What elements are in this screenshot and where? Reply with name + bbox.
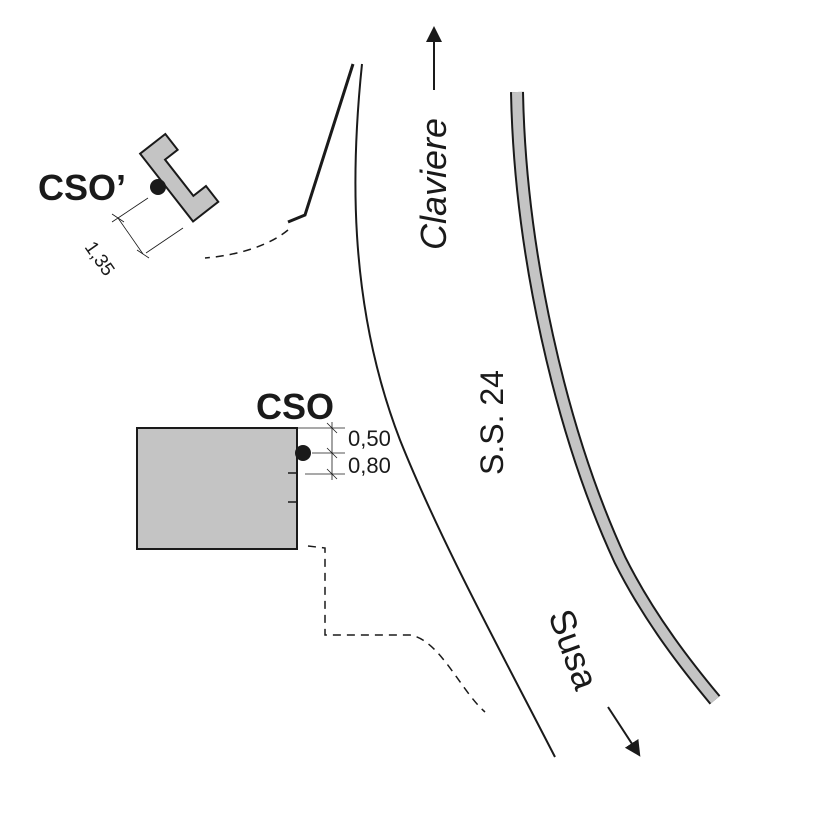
cso-prime-dimension-value: 1,35 [80, 238, 118, 280]
road-guardrail-band [510, 91, 721, 705]
road-left-edge [354, 63, 556, 758]
cso-prime-building [138, 132, 220, 223]
cso-prime-dimension [111, 197, 184, 259]
direction-down-arrow [607, 706, 641, 757]
cso-prime-point [150, 179, 166, 195]
road-guardrail-band-fill [512, 91, 719, 704]
side-road-edge [287, 63, 355, 224]
side-road-dashed-edge [204, 229, 289, 259]
cso-point [295, 445, 311, 461]
cso-building [136, 427, 298, 550]
lower-dashed-path [307, 545, 486, 713]
cso-dimension [297, 422, 345, 480]
cso-prime-label: CSO’ [38, 167, 126, 208]
road-name-label: S.S. 24 [474, 370, 510, 475]
cso-dimension-top-value: 0,50 [348, 426, 391, 451]
cso-dimension-bottom-value: 0,80 [348, 453, 391, 478]
cso-label: CSO [256, 386, 334, 427]
direction-up-label: Claviere [413, 118, 454, 250]
direction-down-label: Susa [540, 604, 607, 696]
